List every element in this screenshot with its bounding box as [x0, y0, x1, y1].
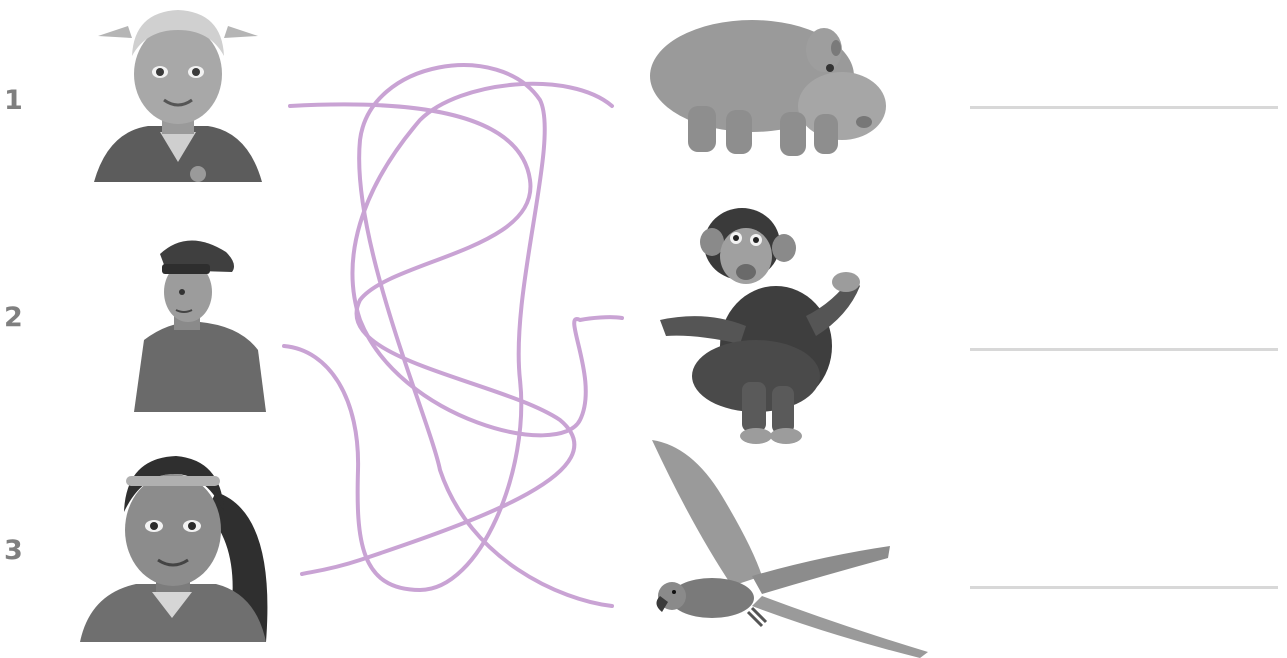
answer-line-2[interactable]: [970, 348, 1278, 351]
answer-line-3[interactable]: [970, 586, 1278, 589]
hippo-icon: [648, 10, 892, 160]
answer-line-1[interactable]: [970, 106, 1278, 109]
parrot-icon: [652, 436, 934, 658]
chimpanzee-icon: [656, 206, 864, 446]
